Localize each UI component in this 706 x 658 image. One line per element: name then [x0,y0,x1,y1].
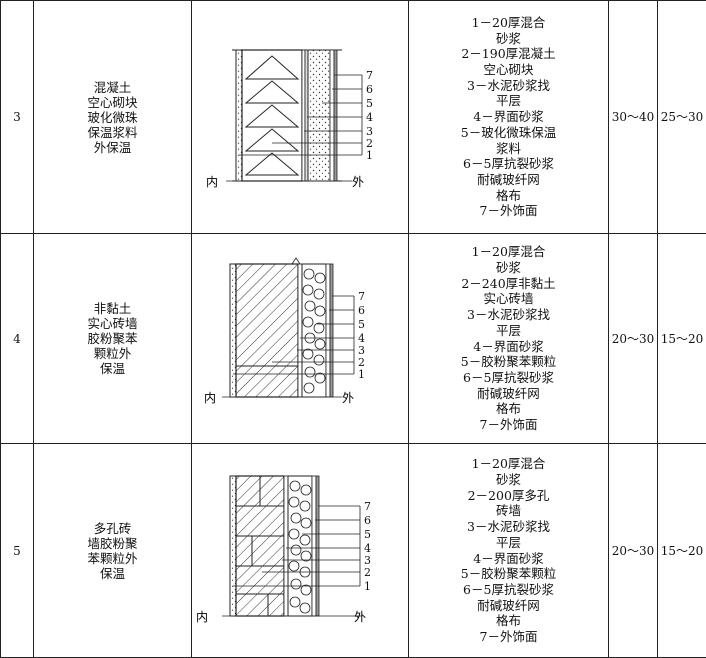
table-row: 5 多孔砖 墙胶粉聚 苯颗粒外 保温 [1,444,706,658]
system-name: 混凝土 空心砌块 玻化微珠 保温浆料 外保温 [34,1,192,234]
layer-label: 5 [364,528,371,541]
system-name: 多孔砖 墙胶粉聚 苯颗粒外 保温 [34,444,192,658]
row-number: 3 [1,1,34,234]
layer-label: 1 [364,580,371,593]
layer-label: 6 [364,514,371,527]
layer-label: 5 [366,97,373,110]
layer-label: 1 [366,149,373,162]
inner-side-label: 内 [196,610,208,624]
layer-description: 1－20厚混合 砂浆 2－240厚非黏土 实心砖墙 3－水泥砂浆找 平层 4－界… [409,234,609,444]
layer-label: 2 [364,566,371,579]
table-row: 3 混凝土 空心砌块 玻化微珠 保温浆料 外保温 [1,1,706,234]
layer-label: 6 [366,83,373,96]
wall-section-figure: 7 6 5 4 3 2 1 内 外 [192,1,409,234]
system-name: 非黏土 实心砖墙 胶粉聚苯 颗粒外 保温 [34,234,192,444]
solid-brick-wall-diagram: 7 6 5 4 3 2 1 内 外 [192,234,409,439]
value-cell-2: 25～30 [658,1,706,234]
wall-section-figure: 7 6 5 4 3 2 1 内 外 [192,234,409,444]
inner-side-label: 内 [206,175,218,189]
outer-side-label: 外 [352,175,364,189]
value-cell-1: 20～30 [609,234,658,444]
layer-label: 7 [366,69,373,82]
layer-label: 7 [364,500,371,513]
row-number: 5 [1,444,34,658]
outer-side-label: 外 [342,391,354,405]
block-wall-diagram: 7 6 5 4 3 2 1 内 外 [192,1,409,229]
row-number: 4 [1,234,34,444]
layer-label: 7 [358,290,365,303]
value-cell-1: 20～30 [609,444,658,658]
value-cell-1: 30～40 [609,1,658,234]
layer-label: 5 [358,318,365,331]
inner-side-label: 内 [204,391,216,405]
layer-label: 4 [366,111,373,124]
layer-description: 1－20厚混合 砂浆 2－190厚混凝土 空心砌块 3－水泥砂浆找 平层 4－界… [409,1,609,234]
porous-brick-wall-diagram: 7 6 5 4 3 2 1 内 外 [192,444,409,653]
table-row: 4 非黏土 实心砖墙 胶粉聚苯 颗粒外 保温 [1,234,706,444]
layer-description: 1－20厚混合 砂浆 2－200厚多孔 砖墙 3－水泥砂浆找 平层 4－界面砂浆… [409,444,609,658]
layer-label: 6 [358,304,365,317]
wall-section-figure: 7 6 5 4 3 2 1 内 外 [192,444,409,658]
value-cell-2: 15～20 [658,444,706,658]
outer-side-label: 外 [354,610,366,624]
value-cell-2: 15～20 [658,234,706,444]
layer-label: 1 [358,368,365,381]
